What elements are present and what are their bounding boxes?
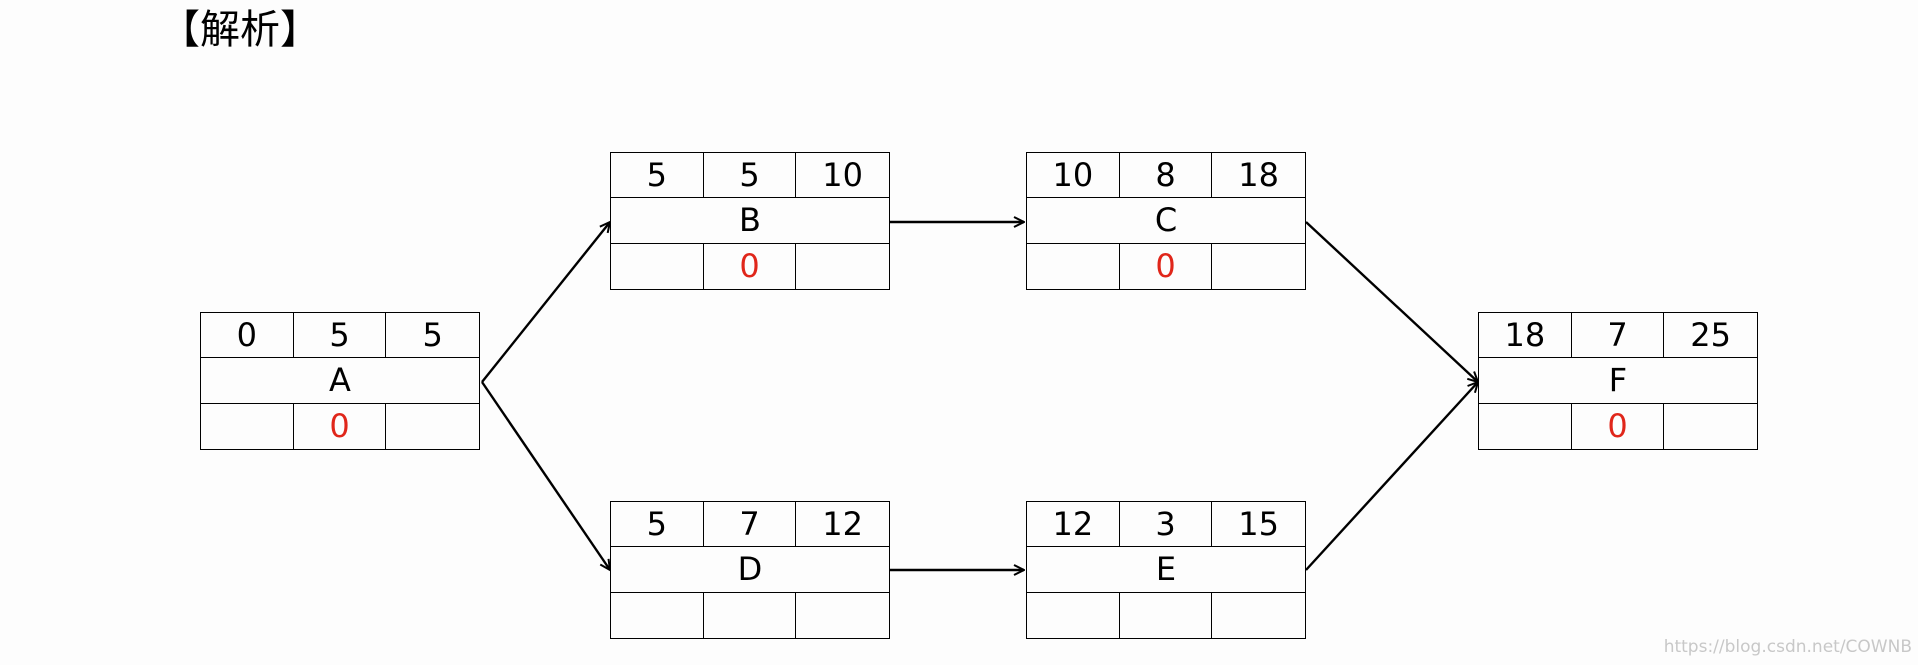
early-finish-f: 25 — [1664, 313, 1757, 359]
early-start-a: 0 — [201, 313, 294, 359]
total-float-a: 0 — [294, 403, 387, 449]
total-float-b: 0 — [704, 243, 797, 289]
late-start-c — [1027, 243, 1120, 289]
arrow-a-to-d — [481, 381, 610, 570]
early-start-b: 5 — [611, 153, 704, 199]
arrow-c-to-f — [1305, 221, 1478, 382]
activity-name-a: A — [201, 358, 479, 404]
early-start-d: 5 — [611, 502, 704, 548]
arrow-a-to-b — [481, 222, 610, 383]
total-float-e — [1120, 592, 1213, 638]
early-start-e: 12 — [1027, 502, 1120, 548]
late-finish-b — [796, 244, 889, 289]
total-float-d — [704, 592, 797, 638]
total-float-c: 0 — [1120, 243, 1213, 289]
activity-name-e: E — [1027, 547, 1305, 593]
duration-c: 8 — [1119, 153, 1213, 199]
activity-node-d: 5 7 12 D — [610, 501, 890, 639]
duration-f: 7 — [1571, 313, 1665, 359]
late-start-b — [611, 243, 704, 289]
activity-node-e: 12 3 15 E — [1026, 501, 1306, 639]
late-finish-f — [1664, 404, 1757, 449]
late-finish-c — [1212, 244, 1305, 289]
activity-name-f: F — [1479, 358, 1757, 404]
early-finish-d: 12 — [796, 502, 889, 548]
duration-e: 3 — [1119, 502, 1213, 548]
late-finish-a — [386, 404, 479, 449]
section-title: 【解析】 — [160, 7, 320, 53]
activity-node-a: 0 5 5 A 0 — [200, 312, 480, 450]
activity-name-b: B — [611, 198, 889, 244]
duration-d: 7 — [703, 502, 797, 548]
activity-node-c: 10 8 18 C 0 — [1026, 152, 1306, 290]
late-finish-e — [1212, 593, 1305, 638]
early-finish-a: 5 — [386, 313, 479, 359]
activity-name-d: D — [611, 547, 889, 593]
activity-node-b: 5 5 10 B 0 — [610, 152, 890, 290]
late-finish-d — [796, 593, 889, 638]
activity-name-c: C — [1027, 198, 1305, 244]
early-finish-c: 18 — [1212, 153, 1305, 199]
total-float-f: 0 — [1572, 403, 1665, 449]
duration-a: 5 — [293, 313, 387, 359]
watermark-text: https://blog.csdn.net/COWNB — [1663, 637, 1912, 657]
early-start-f: 18 — [1479, 313, 1572, 359]
early-start-c: 10 — [1027, 153, 1120, 199]
late-start-a — [201, 403, 294, 449]
early-finish-b: 10 — [796, 153, 889, 199]
activity-node-f: 18 7 25 F 0 — [1478, 312, 1758, 450]
late-start-f — [1479, 403, 1572, 449]
arrow-e-to-f — [1305, 382, 1478, 571]
late-start-e — [1027, 592, 1120, 638]
late-start-d — [611, 592, 704, 638]
early-finish-e: 15 — [1212, 502, 1305, 548]
duration-b: 5 — [703, 153, 797, 199]
